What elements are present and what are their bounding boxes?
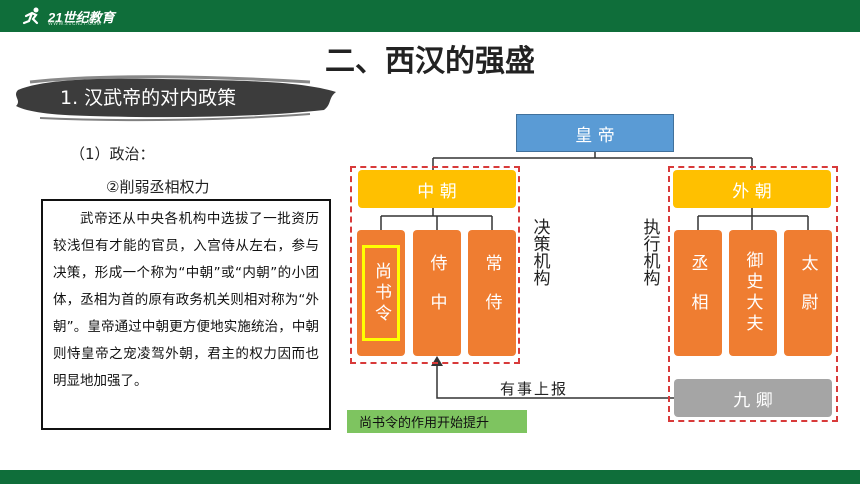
office-label-shangshuling: 尚书令 bbox=[371, 261, 391, 325]
explanation-textbox: 武帝还从中央各机构中选拔了一批资历较浅但有才能的官员，入宫侍从左右，参与决策，形… bbox=[41, 199, 331, 430]
report-label: 有事上报 bbox=[500, 380, 569, 398]
explanation-text: 武帝还从中央各机构中选拔了一批资历较浅但有才能的官员，入宫侍从左右，参与决策，形… bbox=[53, 211, 319, 389]
runner-logo-icon bbox=[22, 7, 39, 25]
logo-url: WWW.21CNJY.COM bbox=[48, 21, 102, 27]
office-label-chengxiang: 丞相 bbox=[687, 254, 708, 332]
bottom-bar bbox=[0, 470, 860, 484]
office-label-changshi: 常侍 bbox=[481, 254, 502, 332]
office-shizhong: 侍中 bbox=[413, 230, 461, 356]
execution-label: 执行机构 bbox=[639, 218, 660, 286]
brush-stroke-banner bbox=[16, 75, 336, 122]
subheading-politics: （1）政治： bbox=[70, 145, 155, 163]
office-taiwei: 太尉 bbox=[784, 230, 832, 356]
page-title: 二、西汉的强盛 bbox=[325, 44, 535, 79]
subheading-weaken-chancellor: ②削弱丞相权力 bbox=[106, 178, 210, 196]
office-chengxiang: 丞相 bbox=[674, 230, 722, 356]
office-changshi: 常侍 bbox=[468, 230, 516, 356]
logo-text: 21世纪教育 bbox=[48, 9, 115, 25]
jiuqing-label: 九 卿 bbox=[733, 390, 773, 411]
outer-court-label: 外 朝 bbox=[732, 181, 772, 202]
report-arrow bbox=[436, 364, 674, 399]
office-shangshuling: 尚书令 bbox=[357, 230, 405, 356]
office-label-taiwei: 太尉 bbox=[797, 254, 818, 332]
office-yushidafu: 御史大夫 bbox=[729, 230, 777, 356]
execution-region bbox=[668, 166, 838, 422]
office-label-shizhong: 侍中 bbox=[426, 254, 447, 332]
section-title: 1. 汉武帝的对内政策 bbox=[60, 87, 237, 109]
logo: 21世纪教育 bbox=[22, 6, 114, 26]
office-label-yushidafu: 御史大夫 bbox=[742, 251, 763, 335]
note-badge: 尚书令的作用开始提升 bbox=[347, 410, 527, 433]
top-bar: 21世纪教育 WWW.21CNJY.COM bbox=[0, 0, 860, 32]
inner-court-box: 中 朝 bbox=[358, 170, 516, 208]
emperor-label: 皇 帝 bbox=[575, 125, 615, 146]
emperor-box: 皇 帝 bbox=[516, 114, 674, 152]
outer-court-box: 外 朝 bbox=[673, 170, 831, 208]
highlight-frame: 尚书令 bbox=[362, 245, 400, 341]
decision-label: 决策机构 bbox=[529, 218, 550, 286]
decision-region bbox=[350, 166, 520, 364]
inner-court-label: 中 朝 bbox=[417, 181, 457, 202]
jiuqing-box: 九 卿 bbox=[674, 379, 832, 417]
